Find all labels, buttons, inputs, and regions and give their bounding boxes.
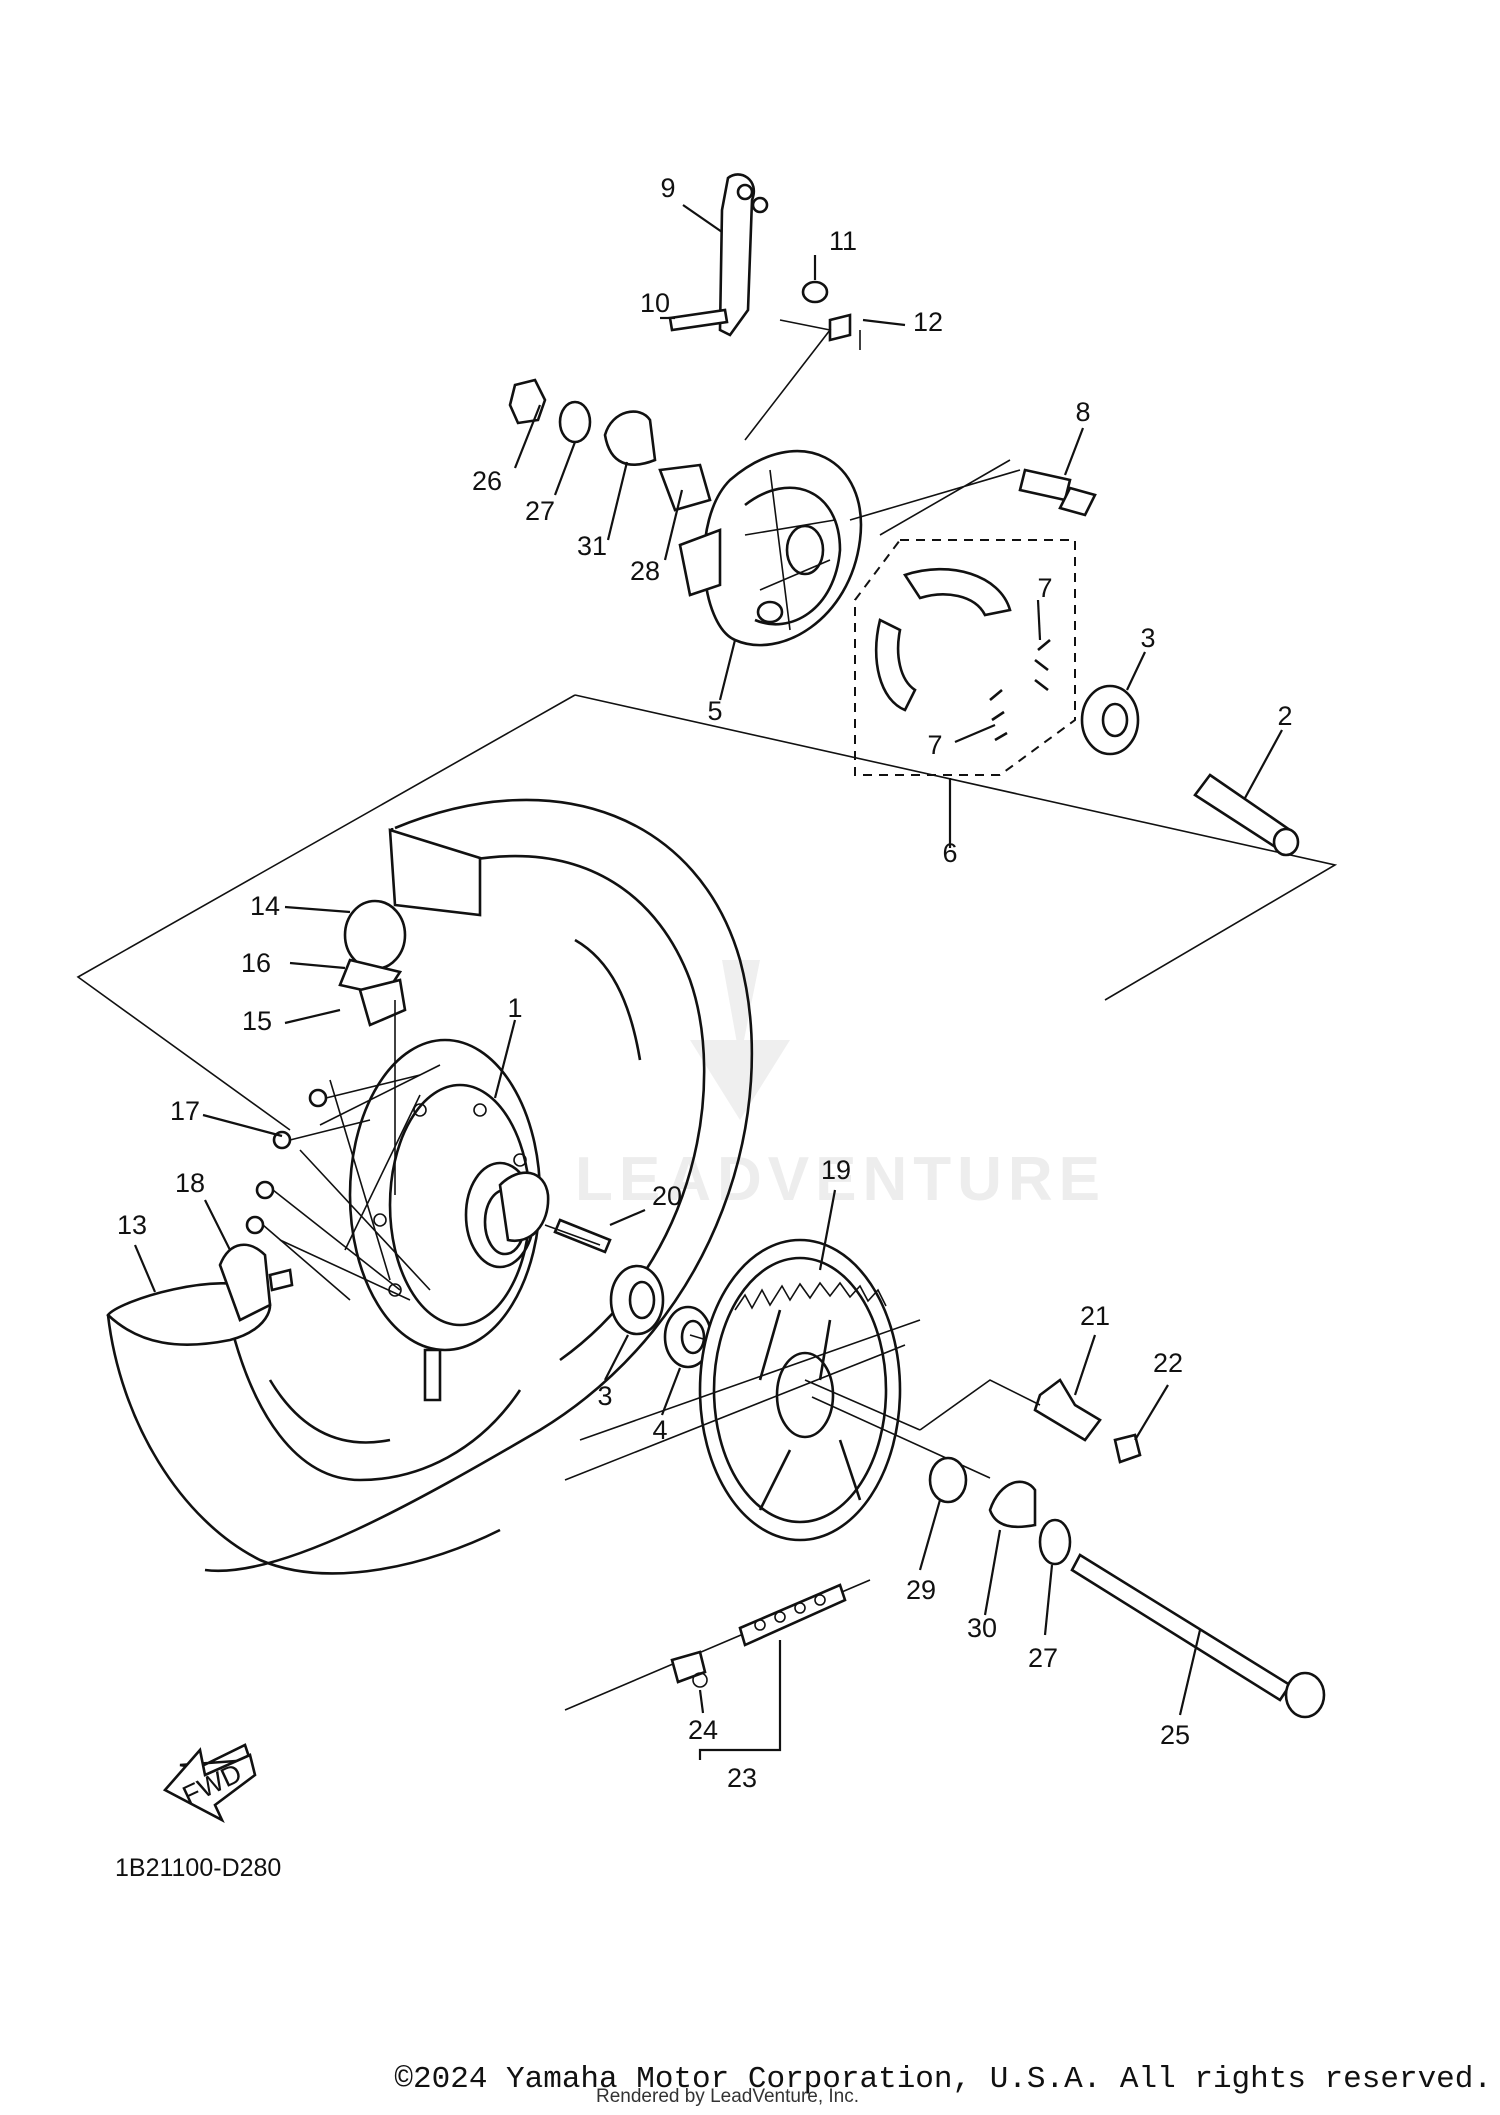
callout-4: 4 [652, 1415, 667, 1445]
callout-11: 11 [829, 226, 857, 256]
assembly-outline [76, 694, 1338, 1131]
brake-camshaft [849, 459, 1097, 536]
axle-assembly [928, 1456, 1326, 1719]
callout-25: 25 [1160, 1720, 1190, 1750]
inner-tube [106, 1243, 294, 1346]
callout-28: 28 [630, 556, 660, 586]
callout-15: 15 [242, 1006, 272, 1036]
tube-and-rim-band [338, 828, 482, 1195]
callout-2: 2 [1277, 701, 1292, 731]
callout-19: 19 [821, 1155, 851, 1185]
rendered-by-notice: Rendered by LeadVenture, Inc. [596, 2086, 860, 2107]
callout-7-lower: 7 [927, 730, 942, 760]
callout-10: 10 [640, 288, 670, 318]
brake-side-parts [508, 378, 712, 512]
callout-8: 8 [1075, 397, 1090, 427]
callout-23: 23 [727, 1763, 757, 1793]
callout-7-upper: 7 [1037, 573, 1052, 603]
upper-bearing-and-spacer [1080, 684, 1300, 857]
callout-26: 26 [472, 466, 502, 496]
callout-3-lower: 3 [597, 1381, 612, 1411]
callout-5: 5 [707, 696, 722, 726]
callout-12: 12 [913, 307, 943, 337]
watermark-text: LEADVENTURE [575, 1145, 1106, 1214]
callout-13: 13 [117, 1210, 147, 1240]
watermark: LEADVENTURE [575, 960, 1106, 1214]
callout-31: 31 [577, 531, 607, 561]
drive-chain [564, 1319, 921, 1711]
callout-3-upper: 3 [1140, 623, 1155, 653]
callout-24: 24 [688, 1715, 718, 1745]
callout-30: 30 [967, 1613, 997, 1643]
brake-shoes [874, 567, 1051, 742]
callout-14: 14 [250, 891, 280, 921]
callout-1: 1 [507, 993, 522, 1023]
callout-labels: 1 2 3 3 4 5 6 7 7 8 9 10 11 12 13 14 15 … [117, 173, 1293, 1793]
brake-arm [668, 173, 861, 441]
callout-16: 16 [241, 948, 271, 978]
diagram-code: 1B21100-D280 [115, 1854, 281, 1882]
wheel-hub [279, 1038, 542, 1402]
callout-17: 17 [170, 1096, 200, 1126]
callout-27-upper: 27 [525, 496, 555, 526]
hub-flange [498, 1171, 550, 1243]
fwd-arrow: FWD [162, 1743, 257, 1823]
leader-lines [133, 204, 1283, 1760]
brake-shoe-group [854, 539, 1076, 776]
copyright-notice: ©2024 Yamaha Motor Corporation, U.S.A. A… [394, 2062, 1492, 2097]
callout-20: 20 [652, 1181, 682, 1211]
sprocket [698, 1238, 991, 1542]
bearings-lower [544, 1218, 741, 1369]
callout-21: 21 [1080, 1301, 1110, 1331]
callout-29: 29 [906, 1575, 936, 1605]
callout-6: 6 [942, 838, 957, 868]
callout-27-lower: 27 [1028, 1643, 1058, 1673]
callout-9: 9 [660, 173, 675, 203]
callout-22: 22 [1153, 1348, 1183, 1378]
brake-panel [678, 449, 863, 647]
spoke-nipples [240, 1074, 421, 1301]
callout-18: 18 [175, 1168, 205, 1198]
chain-adjuster [919, 1378, 1142, 1464]
